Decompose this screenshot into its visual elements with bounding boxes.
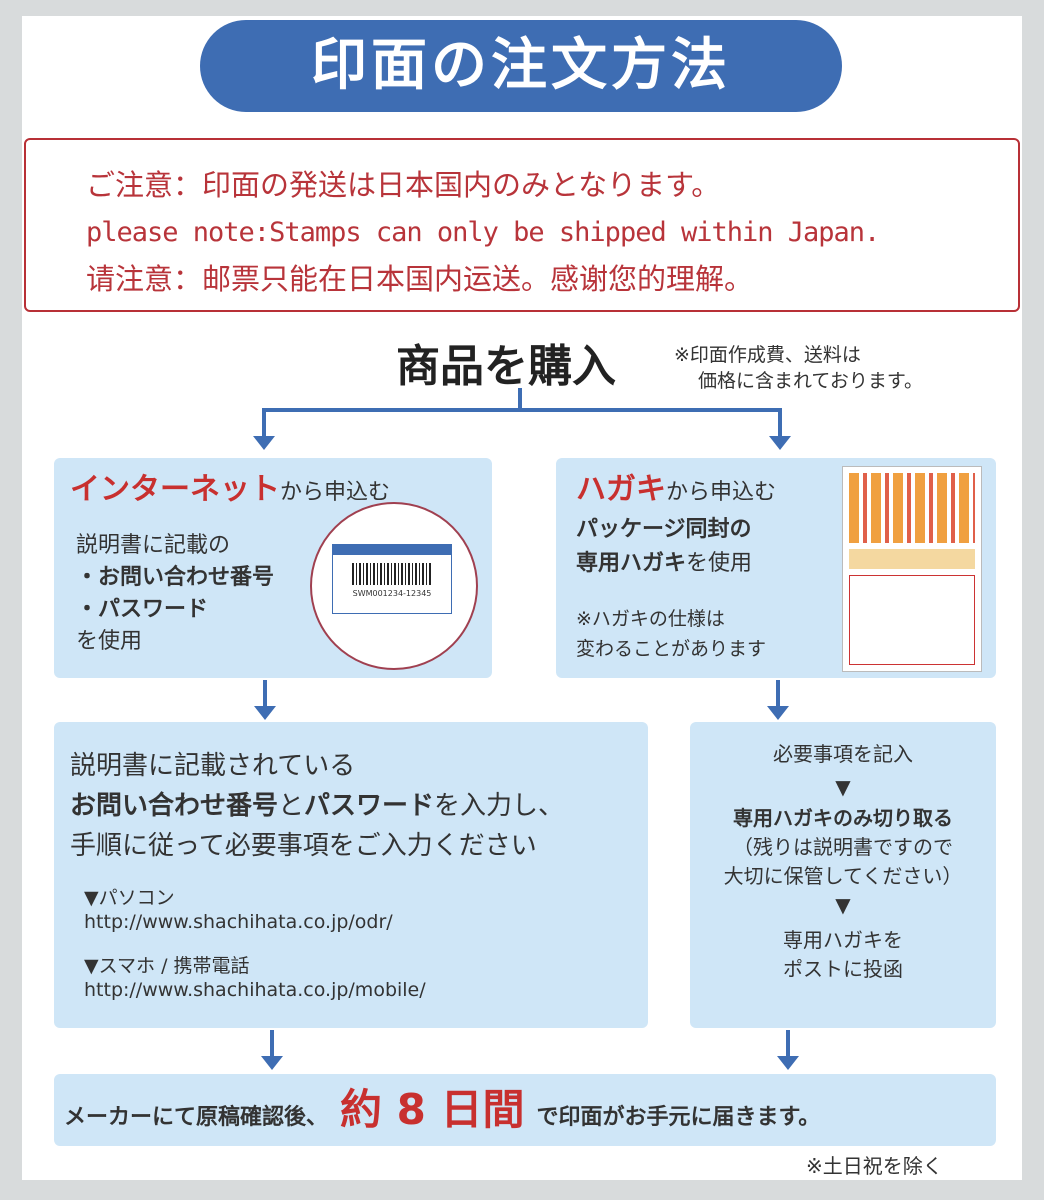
manual-card-image: SWM001234-12345 [310, 502, 478, 670]
steps-text: を入力し、 [434, 791, 565, 821]
postcard-option-box: ハガキから申込む パッケージ同封の 専用ハガキを使用 ※ハガキの仕様は 変わるこ… [556, 458, 996, 678]
card-label: SWM001234-12345 [332, 544, 452, 614]
postcard-line: パッケージ同封の [576, 517, 752, 542]
internet-line: を使用 [76, 629, 143, 654]
steps-bold: お問い合わせ番号 [70, 791, 279, 821]
flow-connector [263, 680, 267, 708]
arrow-down-icon [777, 1056, 799, 1070]
flow-connector [270, 1030, 274, 1058]
postcard-note-line: ※ハガキの仕様は [576, 608, 725, 630]
flow-connector [262, 408, 782, 412]
purchase-note-line2: 価格に含まれております。 [698, 370, 923, 392]
delivery-days: 約 8 日間 [340, 1085, 525, 1134]
url-list: ▼パソコン http://www.shachihata.co.jp/odr/ ▼… [84, 886, 426, 1002]
purchase-heading: 商品を購入 [396, 341, 616, 392]
purchase-note: ※印面作成費、送料は 価格に含まれております。 [674, 342, 923, 394]
card-code: SWM001234-12345 [352, 589, 432, 598]
postcard-line-bold: 専用ハガキ [576, 551, 687, 576]
shipping-notice: ご注意：印面の発送は日本国内のみとなります。 please note:Stamp… [24, 138, 1020, 312]
arrow-down-icon [254, 706, 276, 720]
flow-connector [518, 388, 522, 410]
postcard-title: ハガキから申込む [576, 464, 776, 508]
postcard-steps-box: 必要事項を記入 ▼ 専用ハガキのみ切り取る （残りは説明書ですので 大切に保管し… [690, 722, 996, 1028]
page-title: 印面の注文方法 [200, 20, 842, 112]
internet-line: 説明書に記載の [76, 533, 231, 558]
internet-title-red: インターネット [70, 472, 280, 507]
pc-label: ▼パソコン [84, 887, 175, 909]
internet-title-rest: から申込む [280, 480, 391, 505]
delivery-box: メーカーにて原稿確認後、約 8 日間で印面がお手元に届きます。 [54, 1074, 996, 1146]
step-cut-note: 大切に保管してください） [723, 864, 963, 888]
arrow-down-icon [767, 706, 789, 720]
delivery-pre: メーカーにて原稿確認後、 [64, 1105, 329, 1130]
step-cut-note: （残りは説明書ですので [733, 835, 953, 859]
postcard-line: 専用ハガキを使用 [576, 548, 752, 580]
step-post: 専用ハガキを [783, 928, 903, 952]
postcard-line-rest: を使用 [686, 551, 753, 576]
internet-line: ・お問い合わせ番号 [76, 565, 275, 590]
steps-line: 説明書に記載されている [70, 751, 356, 781]
notice-en: please note:Stamps can only be shipped w… [86, 217, 880, 248]
steps-bold: パスワード [304, 791, 435, 821]
flow-connector [262, 408, 266, 436]
purchase-note-line1: ※印面作成費、送料は [674, 344, 861, 366]
mobile-url-link[interactable]: http://www.shachihata.co.jp/mobile/ [84, 979, 426, 1001]
step-cut: 専用ハガキのみ切り取る [733, 806, 953, 830]
steps-line: 手順に従って必要事項をご入力ください [70, 831, 537, 861]
delivery-note: ※土日祝を除く [806, 1154, 943, 1178]
pc-url-link[interactable]: http://www.shachihata.co.jp/odr/ [84, 911, 393, 933]
flow-connector [776, 680, 780, 708]
delivery-post: で印面がお手元に届きます。 [536, 1105, 821, 1130]
steps-line: お問い合わせ番号とパスワードを入力し、 [70, 786, 564, 826]
internet-line: ・パスワード [76, 597, 209, 622]
step-post: ポストに投函 [783, 957, 903, 981]
internet-title: インターネットから申込む [70, 464, 390, 508]
arrow-down-icon: ▼ [835, 775, 851, 799]
arrow-down-icon [261, 1056, 283, 1070]
step-fill: 必要事項を記入 [773, 742, 913, 766]
notice-zh: 请注意：邮票只能在日本国内运送。感谢您的理解。 [86, 262, 754, 296]
arrow-down-icon [253, 436, 275, 450]
postcard-title-red: ハガキ [576, 472, 666, 507]
postcard-image [842, 466, 982, 672]
notice-ja: ご注意：印面の発送は日本国内のみとなります。 [86, 168, 721, 202]
arrow-down-icon: ▼ [835, 893, 851, 917]
steps-text: と [278, 791, 305, 821]
internet-steps-text: 説明書に記載されている お問い合わせ番号とパスワードを入力し、 手順に従って必要… [70, 746, 564, 866]
arrow-down-icon [769, 436, 791, 450]
flow-connector [786, 1030, 790, 1058]
mobile-label: ▼スマホ / 携帯電話 [84, 955, 250, 977]
postcard-note: ※ハガキの仕様は 変わることがあります [576, 604, 766, 664]
internet-option-box: インターネットから申込む 説明書に記載の ・お問い合わせ番号 ・パスワード を使… [54, 458, 492, 678]
internet-steps-box: 説明書に記載されている お問い合わせ番号とパスワードを入力し、 手順に従って必要… [54, 722, 648, 1028]
postcard-note-line: 変わることがあります [576, 638, 767, 660]
postcard-title-rest: から申込む [666, 480, 777, 505]
barcode-icon [352, 563, 432, 585]
flow-connector [778, 408, 782, 436]
